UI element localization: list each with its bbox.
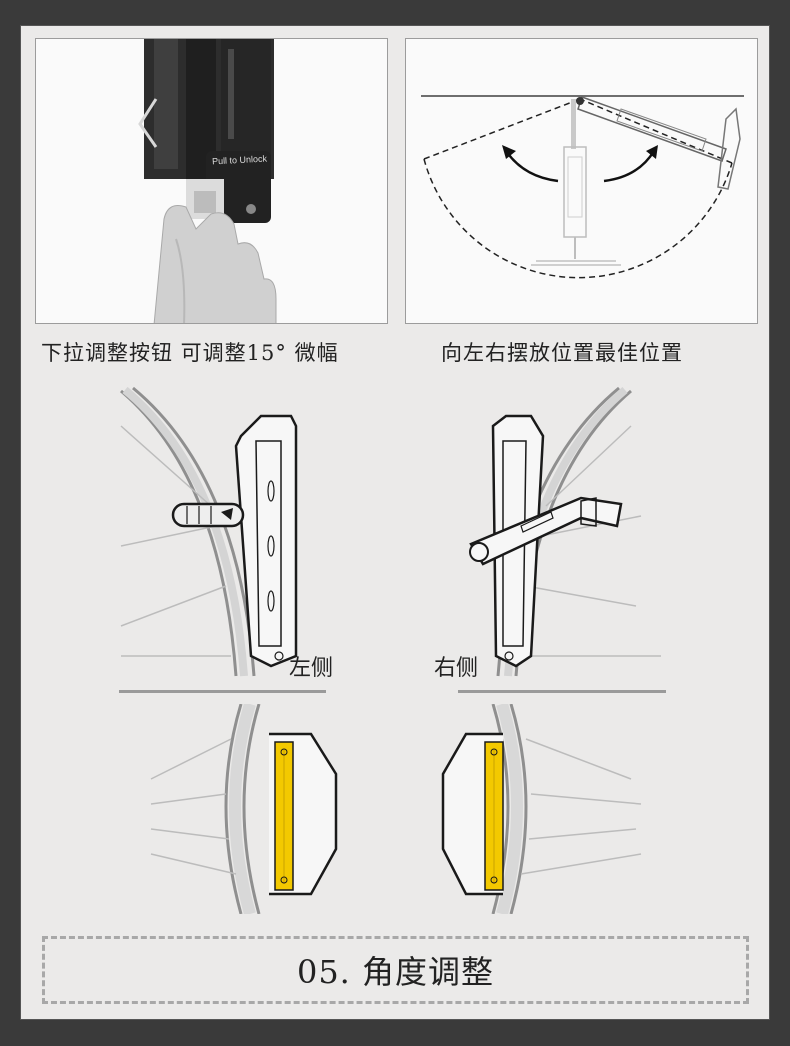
right-bracket-yellow-pad [441,704,642,914]
right-side-mount-illustration [469,386,661,677]
divider-right [458,690,666,693]
label-left-side: 左侧 [289,656,334,681]
adjust-button-photo: Pull to Unlock [35,38,388,324]
section-title: 05. 角度调整 [296,953,495,991]
swing-arrow-right-icon [603,150,656,183]
divider-left [119,690,326,693]
section-footer: 05. 角度调整 [42,936,749,1004]
main-card: Pull to Unlock 下拉调整按钮 可调 [20,25,770,1020]
swing-arc-diagram [421,95,744,279]
left-side-mount-illustration [120,386,298,677]
swing-arrow-left-icon [504,150,559,183]
hand-icon [153,205,277,323]
caption-adjust-button: 下拉调整按钮 可调整15° 微幅 [41,341,339,365]
label-right-side: 右侧 [434,656,479,681]
left-bracket-yellow-pad [150,704,338,914]
photo-illustration [138,39,277,323]
caption-best-position: 向左右摆放位置最佳位置 [441,341,683,365]
swing-position-diagram [405,38,758,324]
